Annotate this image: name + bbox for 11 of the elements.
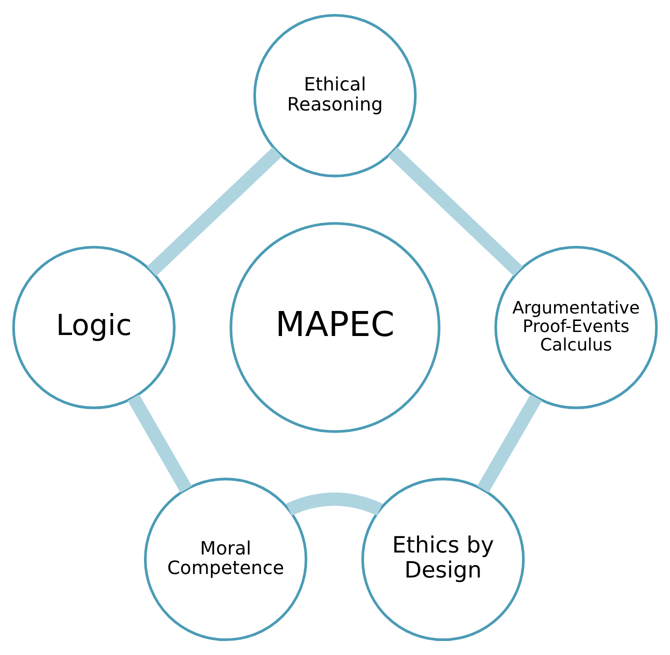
connector: [388, 146, 523, 276]
node-circle: Moral Competence: [144, 478, 308, 642]
node-circle: Ethical Reasoning: [253, 14, 417, 178]
connector: [128, 394, 192, 493]
connector: [147, 147, 282, 276]
node-circle: Argumentative Proof-Events Calculus: [494, 246, 658, 410]
node-circle: Logic: [12, 246, 176, 410]
connector: [477, 394, 542, 493]
node-circle: MAPEC: [230, 222, 440, 433]
connector: [286, 492, 382, 516]
node-circle: Ethics by Design: [361, 478, 525, 642]
